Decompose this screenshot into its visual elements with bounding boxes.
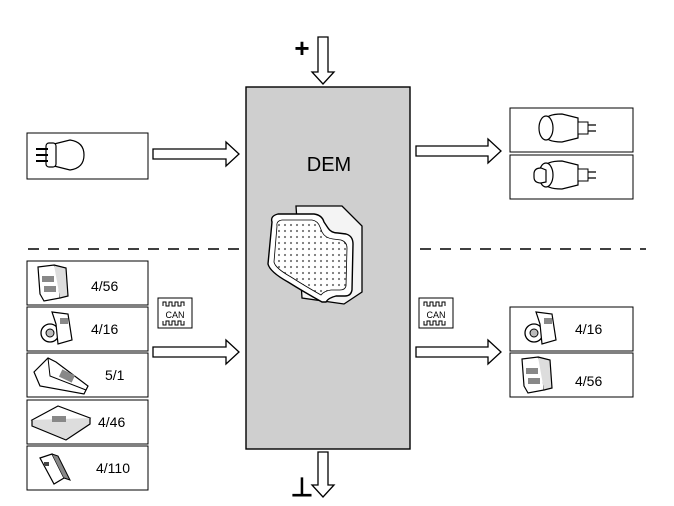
input-label-4-56: 4/56 [91,278,118,294]
control-unit-c-icon [33,357,89,395]
can-label-left: CAN [165,310,184,320]
input-lower-arrow [152,338,240,366]
control-unit-icon [267,205,363,305]
ground-symbol: ⊥ [291,472,314,502]
switch-icon [36,139,85,171]
control-unit-a-icon [37,264,69,302]
plus-symbol: + [294,33,309,63]
actuator-icon-2 [533,160,596,190]
output-lower-arrow [415,338,502,366]
input-label-4-110: 4/110 [96,460,130,476]
input-label-4-16: 4/16 [91,321,118,337]
control-unit-e-icon [39,453,71,485]
control-unit-g-icon [521,356,553,394]
control-unit-b-icon [40,311,73,345]
input-label-4-46: 4/46 [98,414,125,430]
input-label-5-1: 5/1 [105,367,125,383]
power-in-arrow [310,36,336,85]
actuator-icon-1 [538,113,596,143]
output-label-4-56: 4/56 [575,373,602,389]
output-upper-arrow [415,137,502,165]
can-label-right: CAN [426,310,445,320]
can-badge-left: CAN [157,297,193,329]
output-label-4-16: 4/16 [575,321,602,337]
dem-label: DEM [307,154,351,176]
input-upper-arrow [152,140,240,168]
can-badge-right: CAN [418,297,454,329]
ground-arrow [310,451,336,498]
control-unit-d-icon [30,405,92,441]
control-unit-f-icon [524,311,557,345]
